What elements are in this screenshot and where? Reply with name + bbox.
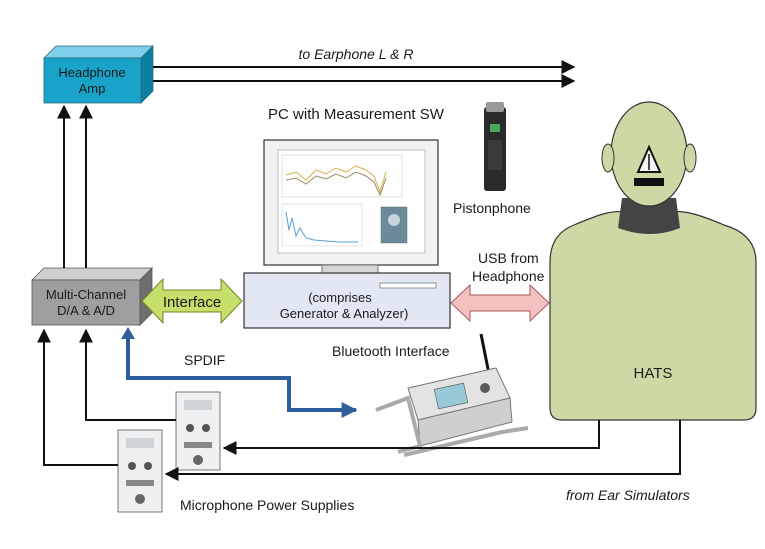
usb-label-1: USB from bbox=[478, 250, 539, 266]
pc-base-label-1: (comprises bbox=[308, 290, 372, 305]
interface-label: Interface bbox=[163, 294, 221, 311]
supply2-to-dac-arrow bbox=[37, 328, 118, 466]
pc-base: (comprises Generator & Analyzer) bbox=[243, 272, 451, 329]
mic-power-label: Microphone Power Supplies bbox=[180, 497, 354, 513]
from-ear-label: from Ear Simulators bbox=[566, 487, 690, 503]
hats-label: HATS bbox=[634, 365, 673, 382]
mic-power-supply-1 bbox=[175, 391, 221, 471]
headphone-amp-label-1: Headphone bbox=[58, 65, 125, 80]
ear-sim-right-arrow bbox=[164, 420, 681, 481]
pc-monitor: PC with Measurement SW bbox=[263, 106, 445, 274]
pistonphone-label: Pistonphone bbox=[453, 200, 531, 216]
interface-arrow bbox=[141, 277, 243, 325]
dac-label-1: Multi-Channel bbox=[46, 287, 126, 302]
to-earphone-label: to Earphone L & R bbox=[299, 46, 414, 62]
supply1-to-dac-arrow bbox=[79, 328, 176, 421]
pistonphone: Pistonphone bbox=[453, 102, 531, 216]
usb-arrow bbox=[450, 283, 550, 323]
bluetooth-device: Bluetooth Interface bbox=[332, 333, 529, 457]
headphone-amp-block: Headphone Amp bbox=[43, 45, 154, 104]
dac-block: Multi-Channel D/A & A/D bbox=[31, 267, 153, 326]
usb-label-2: Headphone bbox=[472, 268, 545, 284]
pc-base-label-2: Generator & Analyzer) bbox=[280, 306, 409, 321]
bluetooth-label: Bluetooth Interface bbox=[332, 343, 450, 359]
ear-sim-left-arrow bbox=[222, 420, 600, 455]
spdif-line bbox=[126, 335, 358, 418]
mic-power-supply-2 bbox=[117, 429, 163, 513]
headphone-amp-label-2: Amp bbox=[79, 81, 106, 96]
pc-title: PC with Measurement SW bbox=[268, 106, 445, 123]
dac-label-2: D/A & A/D bbox=[57, 303, 115, 318]
spdif-label: SPDIF bbox=[184, 352, 225, 368]
hats: HATS bbox=[549, 101, 757, 421]
